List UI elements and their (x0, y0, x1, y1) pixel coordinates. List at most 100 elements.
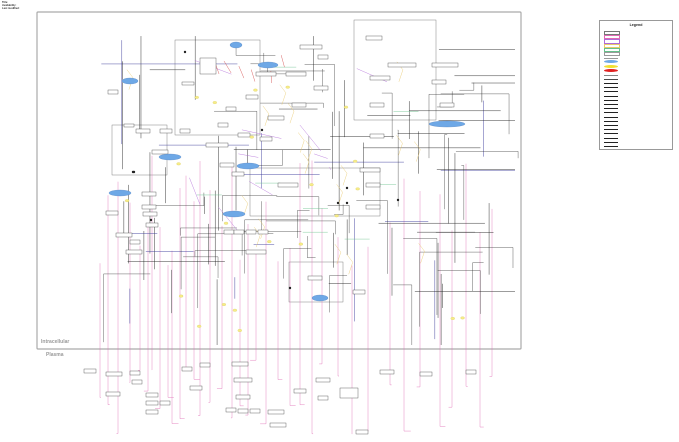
plasma-metabolite-box (237, 408, 249, 414)
plasma-link (403, 178, 411, 432)
legend-row (600, 111, 672, 114)
metabolite-box (245, 94, 259, 100)
pathway-node (257, 61, 279, 69)
reaction-elbow (403, 238, 438, 315)
metabolite-box (352, 289, 366, 295)
plasma-metabolite-box (465, 369, 477, 375)
reaction-elbow (250, 52, 264, 64)
plasma-metabolite-box (181, 366, 193, 372)
plasma-metabolite-box (233, 377, 253, 383)
legend-row (600, 43, 672, 48)
legend-swatch-line (604, 78, 618, 80)
plasma-link (99, 263, 101, 398)
reaction-elbow (244, 219, 309, 274)
legend-swatch-arrow (604, 141, 618, 143)
metabolite-box (181, 81, 195, 86)
legend-row (600, 144, 672, 147)
legend-swatch-arrow (604, 95, 618, 97)
cofactor-link (334, 244, 342, 265)
reaction-elbow (356, 200, 388, 274)
enzyme-node (343, 105, 349, 109)
reaction-elbow (419, 251, 483, 327)
enzyme-node (176, 162, 181, 166)
reaction-elbow (194, 250, 260, 257)
plasma-link (277, 261, 283, 380)
reaction-elbow (261, 201, 274, 234)
metabolite-box (245, 229, 257, 235)
plasma-link (185, 175, 190, 368)
enzyme-node (237, 329, 242, 332)
plasma-link (171, 250, 179, 424)
legend-swatch-box (604, 35, 620, 40)
reaction-elbow (437, 270, 481, 314)
metabolite-box (299, 44, 323, 50)
metabolite-box (115, 232, 133, 238)
inner-panel (174, 39, 261, 136)
legend-swatch-arrow (604, 103, 618, 105)
metabolite-box (439, 102, 455, 108)
plasma-metabolite-box (315, 377, 331, 383)
legend-row (600, 136, 672, 139)
cofactor-link (254, 226, 261, 248)
reaction-elbow (143, 192, 205, 206)
inhibition-link (238, 65, 245, 79)
legend-row (600, 132, 672, 135)
plasma-metabolite-box (355, 429, 369, 435)
plasma-link (439, 194, 446, 427)
metabolite-box (365, 182, 381, 188)
regulation-link (238, 153, 259, 158)
junction-dot (345, 186, 349, 190)
plasma-metabolite-box (145, 409, 159, 415)
plasma-link (448, 230, 453, 408)
metabolite-box (107, 89, 119, 95)
plasma-metabolite-box (159, 400, 171, 406)
plasma-link (289, 247, 296, 406)
reaction-elbow (334, 204, 344, 215)
metabolite-box (123, 123, 135, 128)
plasma-link (389, 222, 392, 386)
metabolite-box (307, 275, 323, 281)
meta-last-modified: Last modified: (2, 7, 20, 11)
intracellular-compartment-border (36, 11, 522, 350)
pathway-node (158, 153, 182, 161)
cofactor-link (396, 135, 403, 156)
metabolite-box (285, 71, 307, 77)
plasma-metabolite-box (293, 388, 307, 394)
legend-row (600, 119, 672, 122)
reaction-elbow (475, 247, 514, 268)
plasma-metabolite-box (131, 379, 143, 385)
plasma-metabolite-box (105, 391, 121, 397)
junction-dot (336, 201, 340, 205)
metabolite-box (105, 210, 119, 216)
cofactor-link (258, 218, 265, 239)
reaction-elbow (183, 256, 219, 278)
reaction-elbow (266, 220, 336, 235)
enzyme-node (450, 317, 455, 320)
enzyme-node (353, 159, 358, 163)
reaction-elbow (297, 210, 310, 238)
plasma-metabolite-box (225, 407, 237, 413)
plasma-link (179, 188, 185, 419)
metabolite-box (231, 171, 245, 177)
cofactor-link (241, 195, 249, 216)
legend-row (600, 115, 672, 118)
legend-swatch-box (604, 43, 620, 48)
plasma-metabolite-box (269, 422, 287, 428)
metabolite-box (159, 128, 173, 134)
legend-panel: Legend (599, 20, 673, 150)
legend-row (600, 39, 672, 44)
metabolite-box (365, 35, 383, 41)
cofactor-link (418, 243, 425, 264)
legend-swatch-box (604, 47, 620, 52)
enzyme-node (178, 294, 184, 298)
junction-dot (149, 218, 153, 222)
reaction-elbow (381, 92, 393, 139)
metabolite-box (313, 85, 329, 91)
enzyme-node (298, 242, 303, 246)
plasma-link (193, 201, 200, 380)
legend-row (600, 81, 672, 84)
inner-panel (249, 167, 381, 217)
legend-swatch-arrow (604, 108, 618, 110)
legend-swatch-ellipse (604, 64, 618, 68)
